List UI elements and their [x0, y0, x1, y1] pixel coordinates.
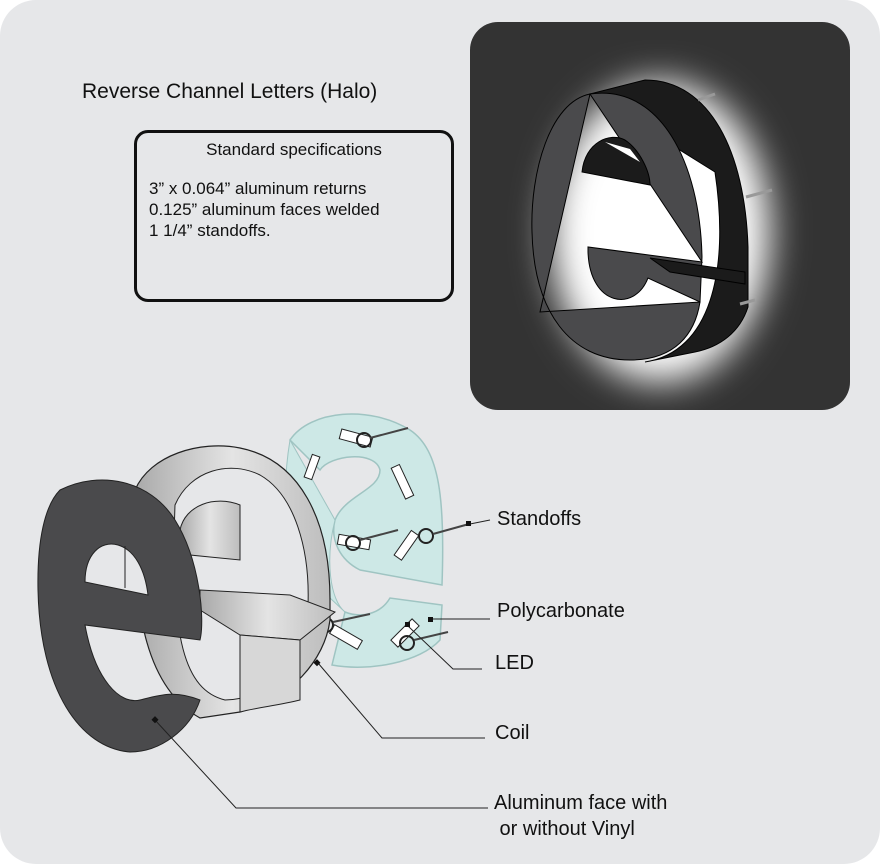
letter-face-upper [587, 92, 704, 303]
callout-led: LED [495, 652, 534, 674]
callout-polycarbonate: Polycarbonate [497, 600, 625, 622]
letter-return [588, 79, 749, 363]
callout-aluminum-face: Aluminum face with or without Vinyl [494, 790, 667, 842]
standoff-pin [739, 298, 756, 306]
spec-lines: 3” x 0.064” aluminum returns 0.125” alum… [149, 178, 380, 241]
aluminum-face-layer [37, 479, 203, 753]
spec-box: Standard specifications 3” x 0.064” alum… [134, 130, 454, 302]
spec-line: 1 1/4” standoffs. [149, 221, 271, 240]
letter-slit [649, 257, 746, 285]
standoff-hardware [318, 427, 470, 651]
callout-standoffs: Standoffs [497, 508, 582, 530]
standoff-pin [697, 92, 716, 102]
callout-aluminum-face-line2: or without Vinyl [494, 818, 635, 840]
callout-leaders [154, 519, 491, 809]
callout-coil: Coil [495, 722, 530, 744]
callout-markers [151, 521, 471, 724]
callout-aluminum-face-line1: Aluminum face with [494, 792, 668, 814]
halo-letter-illustration [531, 79, 773, 382]
spec-line: 0.125” aluminum faces welded [149, 200, 380, 219]
coil-layer [133, 445, 336, 719]
letter-counter [581, 136, 651, 186]
counter-glow [605, 142, 640, 162]
spec-line: 3” x 0.064” aluminum returns [149, 179, 367, 198]
standoff-pin [745, 188, 773, 199]
spec-heading: Standard specifications [206, 140, 382, 159]
diagram-title: Reverse Channel Letters (Halo) [82, 80, 378, 103]
halo-letter-panel [470, 22, 850, 410]
letter-face [531, 93, 701, 361]
